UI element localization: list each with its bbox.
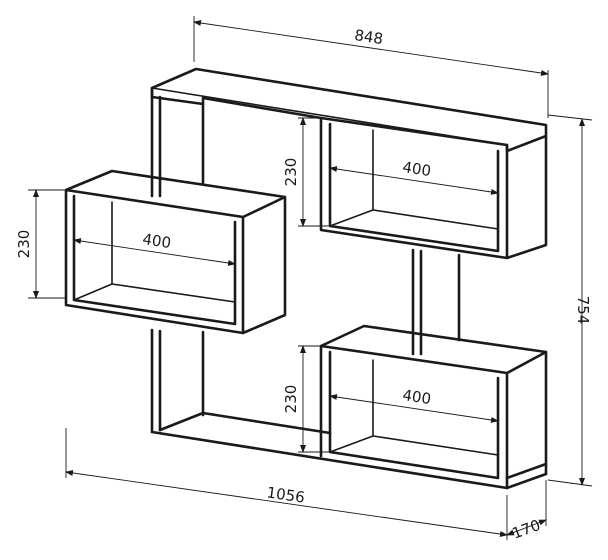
left-box xyxy=(64,169,287,335)
top-board-front-edge xyxy=(151,87,508,146)
label-depth: 170 xyxy=(510,516,543,543)
label-left-box-width: 400 xyxy=(141,230,172,252)
label-left-box-height: 230 xyxy=(15,230,33,259)
bottom-right-box xyxy=(319,324,548,490)
label-bottom-right-box-width: 400 xyxy=(401,386,432,408)
label-bottom-width: 1056 xyxy=(266,483,306,506)
top-board xyxy=(150,67,548,153)
label-total-height: 754 xyxy=(574,296,592,325)
label-top-right-box-height: 230 xyxy=(282,158,300,187)
dimension-labels: 848 754 1056 170 230 400 230 400 230 400 xyxy=(15,26,592,543)
dimension-lines xyxy=(28,16,593,540)
bottom-right-box-inner xyxy=(329,359,499,456)
top-right-box xyxy=(319,116,548,260)
label-top-right-box-width: 400 xyxy=(401,158,432,180)
center-post xyxy=(411,248,461,356)
label-top-width: 848 xyxy=(353,26,384,48)
shelf-structure xyxy=(64,67,548,490)
label-bottom-right-box-height: 230 xyxy=(282,385,300,414)
left-upright-lower xyxy=(150,328,205,434)
top-right-box-inner xyxy=(329,129,499,230)
